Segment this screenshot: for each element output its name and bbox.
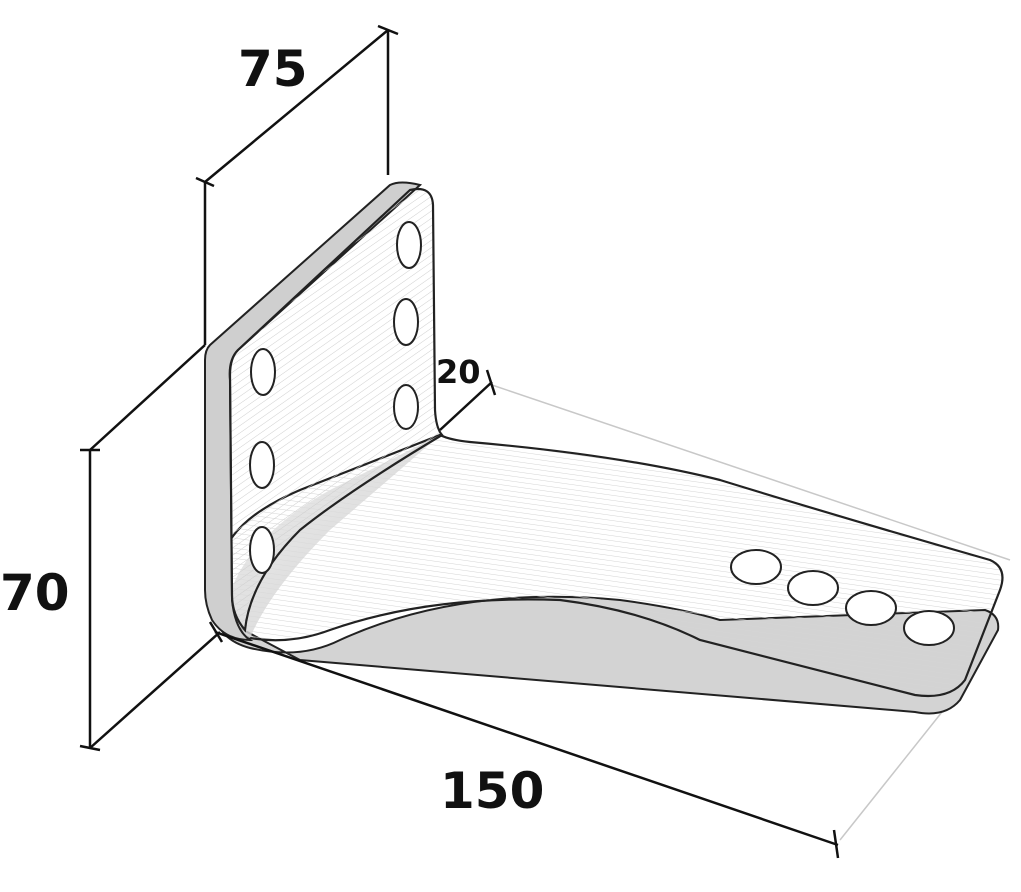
hole [787, 570, 839, 606]
hole [250, 348, 276, 396]
plate-holes [249, 221, 422, 574]
hole [396, 221, 422, 269]
hole [393, 298, 419, 346]
dimension-length: 150 [440, 762, 544, 820]
hole [249, 526, 275, 574]
bend-shading [225, 435, 440, 638]
arm-holes [730, 549, 955, 646]
hole [845, 590, 897, 626]
dimension-thickness: 20 [436, 353, 481, 391]
guide-line [491, 384, 1011, 561]
hole [903, 610, 955, 646]
hole [249, 441, 275, 489]
dimension-height: 70 [0, 564, 70, 622]
dimension-lines [79, 24, 840, 859]
plate-edge [204, 181, 423, 642]
dimension-width: 75 [238, 40, 308, 98]
hole [730, 549, 782, 585]
guide-line [839, 711, 943, 841]
bracket-plate [228, 187, 444, 633]
hole [393, 384, 419, 430]
